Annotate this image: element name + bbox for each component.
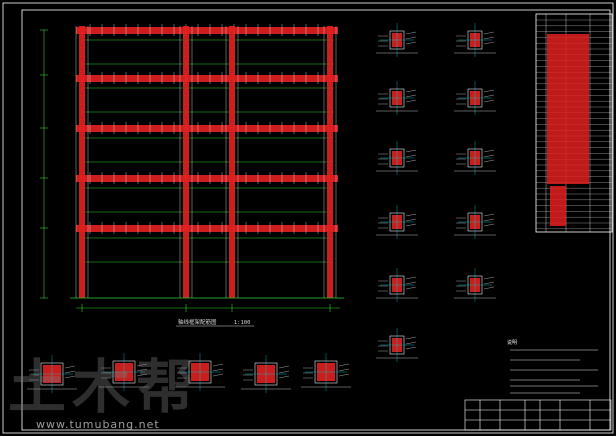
frame-column bbox=[327, 26, 333, 298]
table-highlight-block bbox=[547, 34, 589, 184]
section-detail bbox=[99, 353, 149, 391]
frame-beam bbox=[76, 75, 338, 82]
section-detail bbox=[454, 205, 496, 239]
title-block bbox=[464, 399, 612, 431]
frame-column bbox=[183, 26, 189, 298]
section-detail bbox=[376, 141, 418, 175]
frame-beam bbox=[76, 125, 338, 132]
frame-column bbox=[229, 26, 235, 298]
frame-beam bbox=[76, 225, 338, 232]
section-detail bbox=[454, 268, 496, 302]
column-section-details bbox=[376, 23, 496, 362]
frame-column bbox=[79, 26, 85, 298]
watermark-url: www.tumubang.net bbox=[36, 418, 160, 431]
section-detail bbox=[376, 205, 418, 239]
table-highlight-block bbox=[550, 186, 566, 226]
sheet-inner-border bbox=[21, 9, 611, 431]
watermark-logo: 土木帮 bbox=[8, 353, 201, 421]
section-detail bbox=[376, 81, 418, 115]
elevation-caption-text: 轴线框架配筋图 bbox=[178, 320, 217, 326]
elevation-caption: 轴线框架配筋图 1:100 bbox=[178, 318, 250, 326]
frame-beam bbox=[76, 27, 338, 34]
beam-section-details bbox=[27, 353, 351, 393]
section-detail bbox=[301, 353, 351, 391]
section-detail bbox=[454, 23, 496, 57]
frame-elevation bbox=[70, 24, 344, 327]
section-detail bbox=[376, 268, 418, 302]
section-detail bbox=[175, 353, 225, 391]
section-detail bbox=[241, 355, 291, 393]
frame-beam bbox=[76, 175, 338, 182]
elevation-left-dimensions bbox=[40, 29, 48, 299]
notes-title: 说明 bbox=[507, 340, 518, 346]
section-detail bbox=[376, 23, 418, 57]
elevation-scale-text: 1:100 bbox=[233, 320, 251, 326]
rebar-schedule-table bbox=[535, 13, 613, 233]
notes-block bbox=[510, 349, 598, 394]
section-detail bbox=[454, 141, 496, 175]
section-detail bbox=[376, 328, 418, 362]
section-detail bbox=[454, 81, 496, 115]
section-detail bbox=[27, 355, 77, 393]
